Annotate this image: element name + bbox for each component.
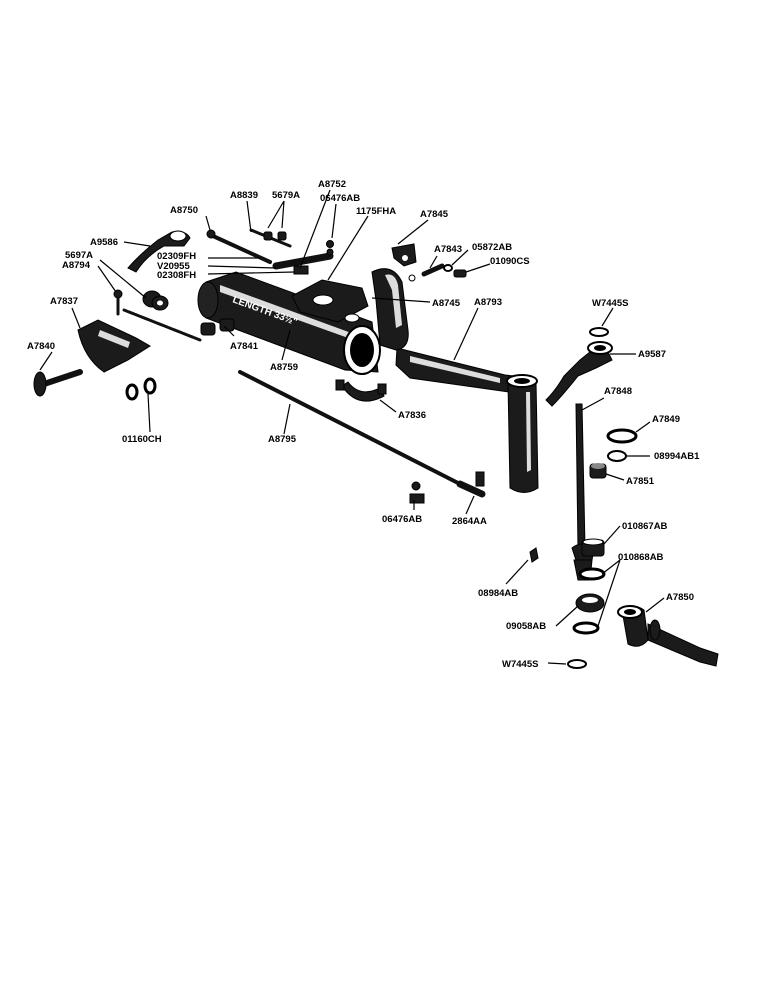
part-09058ab-bearing (575, 593, 605, 613)
part-a7841-bushings (200, 318, 235, 336)
label-01090cs: 01090CS (490, 256, 530, 267)
label-a8745: A8745 (432, 298, 461, 309)
part-5697a-collar (142, 290, 169, 311)
label-2864aa: 2864AA (452, 516, 487, 527)
label-a8794: A8794 (62, 260, 91, 271)
part-08984ab-key (529, 547, 539, 563)
part-a9587-steering-arm (545, 341, 613, 407)
label-010868ab: 010868AB (618, 552, 664, 563)
label-08984ab: 08984AB (478, 588, 518, 599)
label-a7840: A7840 (27, 341, 55, 352)
part-a7851-bushing (589, 463, 607, 479)
part-05872ab-washer (443, 264, 453, 272)
part-5679a-nuts (263, 231, 287, 241)
label-a8793: A8793 (474, 297, 502, 308)
part-06476ab-fitting-bottom (409, 481, 425, 504)
label-a8795: A8795 (268, 434, 297, 445)
label-09058ab: 09058AB (506, 621, 546, 632)
label-010867ab: 010867AB (622, 521, 668, 532)
label-a7850: A7850 (666, 592, 694, 603)
part-a7837-bracket (77, 319, 151, 373)
label-w7445s-top: W7445S (592, 298, 628, 309)
label-5679a: 5679A (272, 190, 300, 201)
label-w7445s-bottom: W7445S (502, 659, 538, 670)
part-a7836-clamp (335, 379, 387, 402)
part-010867ab-bearing (581, 538, 605, 557)
part-a7849-washer (606, 428, 638, 444)
part-a7845-clip (391, 243, 417, 267)
label-06476ab-top: 06476AB (320, 193, 360, 204)
label-a8750: A8750 (170, 205, 198, 216)
label-02309fh: 02309FH (157, 251, 196, 262)
part-010868ab-washers (572, 567, 606, 635)
label-v20955: V20955 (157, 261, 190, 272)
part-a8795-tie-rod (238, 370, 462, 486)
part-w7445s-washer-top (589, 327, 609, 337)
part-a8793-axle-extension (395, 347, 539, 493)
label-a8839: A8839 (230, 190, 258, 201)
part-a9586-steering-arm (127, 230, 191, 273)
label-a7843: A7843 (434, 244, 462, 255)
label-5697a: 5697A (65, 250, 93, 261)
part-a7843-pin (421, 263, 445, 277)
label-a9587: A9587 (638, 349, 666, 360)
part-01090cs-bolt (408, 269, 467, 282)
part-2864aa-tie-rod-end (456, 471, 486, 498)
leader-lines (39, 189, 665, 665)
label-02308fh: 02308FH (157, 270, 196, 281)
part-08994ab1-ring (607, 450, 627, 462)
label-a8759: A8759 (270, 362, 298, 373)
part-06476ab-fitting-top (326, 240, 334, 256)
label-a7845: A7845 (420, 209, 449, 220)
part-w7445s-washer-bottom (567, 659, 587, 669)
part-a8759-axle-beam: LENGTH 33½" (197, 271, 381, 375)
part-a8745-pivot-bracket (291, 268, 409, 351)
part-01160ch-washers (125, 377, 157, 401)
label-a7848: A7848 (604, 386, 632, 397)
label-a7851: A7851 (626, 476, 655, 487)
label-08994ab1: 08994AB1 (654, 451, 700, 462)
label-a8752: A8752 (318, 179, 346, 190)
label-1175fha: 1175FHA (356, 206, 396, 217)
part-labels: A8839 5679A A8752 06476AB A8750 1175FHA … (27, 179, 700, 670)
label-a7836: A7836 (398, 410, 426, 421)
part-a7840-pin (33, 369, 83, 397)
label-a7837: A7837 (50, 296, 78, 307)
label-05872ab: 05872AB (472, 242, 512, 253)
label-01160ch: 01160CH (122, 434, 162, 445)
label-06476ab-bottom: 06476AB (382, 514, 422, 525)
part-a7850-spindle (617, 605, 719, 667)
label-a7849: A7849 (652, 414, 680, 425)
label-a7841: A7841 (230, 341, 259, 352)
label-a9586: A9586 (90, 237, 118, 248)
